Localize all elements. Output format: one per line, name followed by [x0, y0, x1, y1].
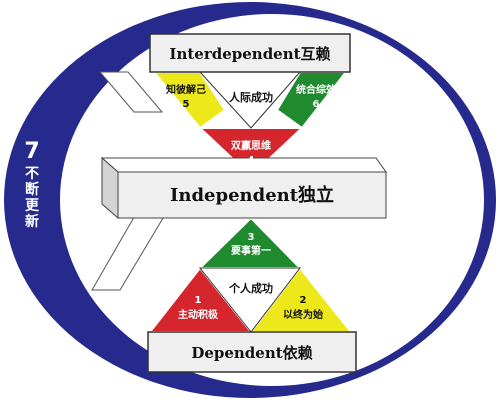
habit-5-label: 知彼解己 [165, 83, 206, 96]
habit-2-label: 以终为始 [283, 308, 323, 321]
source-watermark: 网易号|培训师黎翔 [381, 378, 490, 391]
private-victory-center [198, 267, 302, 333]
habit-7-number: 7 [24, 139, 40, 164]
interdependent-box [149, 33, 351, 73]
habit-1-label: 主动积极 [178, 308, 219, 321]
habit-6-number: 6 [313, 99, 320, 110]
private-victory-label: 个人成功 [228, 281, 273, 295]
habit-7-text: 不断更新 [25, 166, 39, 230]
habit-1-number: 1 [195, 295, 202, 306]
watermark-author: 培训师黎翔 [432, 378, 490, 391]
watermark-brand: 网易号 [381, 378, 417, 391]
habit-3-label: 要事第一 [231, 244, 271, 257]
upper-connector [98, 71, 164, 113]
habit-3-number: 3 [248, 232, 255, 243]
public-victory-label: 人际成功 [229, 90, 273, 104]
dependent-box [147, 331, 357, 373]
dependent-label: Dependent依赖 [191, 344, 312, 362]
habit-7-title: 7 不断更新 [14, 139, 50, 231]
habit-2-number: 2 [300, 295, 307, 306]
interdependent-label: Interdependent互赖 [169, 45, 330, 63]
habit-5-number: 5 [183, 99, 190, 110]
habit-6-label: 统合综效 [296, 83, 337, 96]
habit-4-label: 双赢思维 [231, 139, 271, 152]
independent-bar [100, 156, 387, 220]
independent-label: Independent独立 [170, 184, 334, 206]
habit-labels: 知彼解己 5 统合综效 6 双赢思维 4 3 要事第一 1 主动积极 2 以终为… [165, 83, 337, 321]
habit-4-number: 4 [248, 155, 255, 166]
